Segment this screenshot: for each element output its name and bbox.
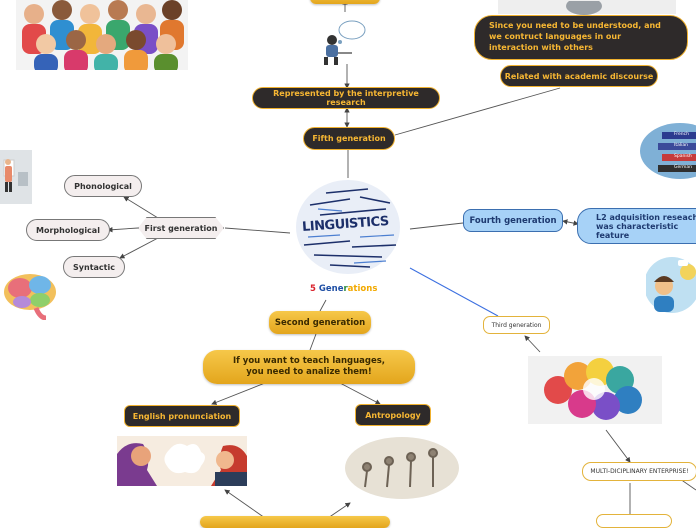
generations-title-letter: n — [366, 284, 373, 294]
node-academic-discourse[interactable]: Related with academic discourse — [500, 65, 658, 87]
node-understood[interactable]: Since you need to be understood, and we … — [474, 15, 688, 60]
flag-label-spanish: Spanish — [674, 154, 692, 159]
speaking-faces-illustration — [117, 436, 247, 486]
generations-title-letter: e — [337, 284, 344, 294]
speakers-illustration — [644, 252, 696, 318]
people-crowd-illustration — [16, 0, 188, 70]
generations-title-letter: o — [360, 284, 367, 294]
generations-title-letter: s — [372, 284, 378, 294]
generations-title-letter: n — [331, 284, 338, 294]
node-interpretive-research[interactable]: Represented by the interpretive research — [252, 87, 440, 109]
multidisciplinary-icons-illustration — [528, 356, 662, 424]
generations-title-letter: a — [347, 284, 354, 294]
node-second-generation[interactable]: Second generation — [269, 311, 371, 334]
generations-title-letter: t — [353, 284, 358, 294]
flag-label-italian: Italian — [674, 143, 688, 148]
node-first-generation[interactable]: First generation — [138, 217, 224, 239]
node-multidisciplinary[interactable]: MULTI-DICIPLINARY ENTERPRISE! — [582, 462, 696, 481]
node-fourth-generation[interactable]: Fourth generation — [463, 209, 563, 232]
teacher-illustration — [0, 150, 32, 204]
bottom-node-stub[interactable] — [200, 516, 390, 528]
node-l2-acquisition[interactable]: L2 adquisition reseach was characteristi… — [577, 208, 696, 244]
bottom-right-node-stub[interactable] — [596, 514, 672, 528]
language-flags-illustration: French Italian Spanish German — [640, 122, 696, 180]
generations-title-letter: r — [343, 284, 348, 294]
generations-title-letter: e — [325, 284, 332, 294]
generations-title-letter: G — [318, 284, 326, 294]
top-node-stub[interactable] — [310, 0, 380, 4]
node-morphological[interactable]: Morphological — [26, 219, 110, 241]
node-syntactic[interactable]: Syntactic — [63, 256, 125, 278]
person-thinking-illustration — [318, 18, 366, 66]
node-english-pronunciation[interactable]: English pronunciation — [124, 405, 240, 427]
node-third-generation[interactable]: Third generation — [483, 316, 550, 334]
node-fifth-generation[interactable]: Fifth generation — [303, 127, 395, 150]
person-top-illustration — [498, 0, 676, 15]
evolution-illustration — [345, 437, 460, 500]
node-teach-languages[interactable]: If you want to teach languages, you need… — [203, 350, 415, 384]
flag-label-german: German — [674, 165, 693, 170]
linguistics-word-cloud: LINGUISTICS — [290, 175, 410, 280]
node-antropology[interactable]: Antropology — [355, 404, 431, 426]
brain-illustration — [0, 270, 58, 321]
node-phonological[interactable]: Phonological — [64, 175, 142, 197]
generations-title-letter: i — [357, 284, 361, 294]
generations-title-letter: 5 — [310, 284, 316, 294]
flag-label-french: French — [674, 132, 689, 137]
generations-title: 5 Generations — [310, 284, 390, 294]
